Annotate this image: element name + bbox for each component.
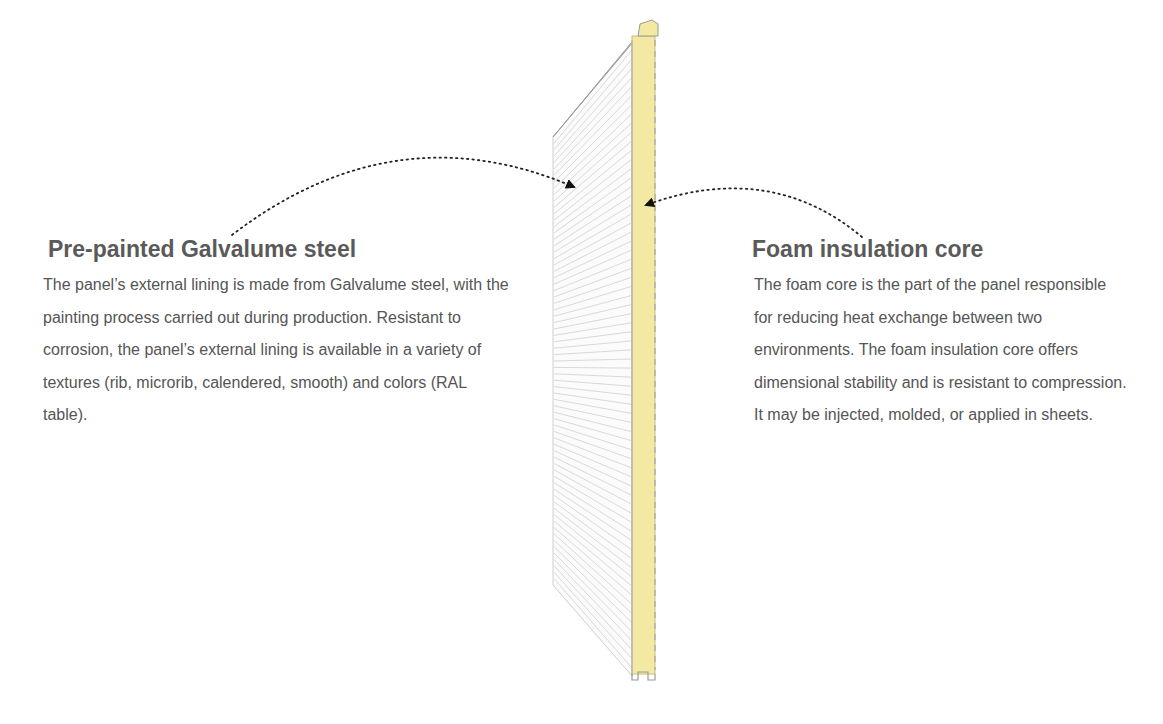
top-tongue xyxy=(638,20,658,36)
rib-line xyxy=(554,305,631,323)
rib-line xyxy=(554,205,631,252)
rib-line xyxy=(554,399,631,413)
rib-line xyxy=(554,133,631,201)
rib-line xyxy=(554,359,631,361)
rib-line xyxy=(554,425,631,450)
rib-line xyxy=(554,387,631,396)
rib-line xyxy=(554,259,631,290)
face-ribs xyxy=(554,51,631,667)
rib-line xyxy=(554,169,631,227)
rib-line xyxy=(554,380,631,386)
callout-body: The panel’s external lining is made from… xyxy=(43,269,513,432)
rib-line xyxy=(554,160,631,221)
rib-line xyxy=(554,579,631,667)
rib-line xyxy=(554,223,631,265)
rib-line xyxy=(554,406,631,423)
rib-line xyxy=(554,296,631,317)
rib-line xyxy=(554,572,631,658)
rib-line xyxy=(554,268,631,297)
rib-line xyxy=(554,534,631,604)
rib-line xyxy=(554,374,631,377)
steel-face xyxy=(553,42,632,676)
callout-arrow xyxy=(646,188,862,237)
rib-line xyxy=(554,367,631,369)
rib-line xyxy=(554,444,631,477)
rib-line xyxy=(554,250,631,284)
callout-arrow xyxy=(232,158,574,235)
outer-lining xyxy=(631,40,633,676)
rib-line xyxy=(554,87,631,169)
callout-heading: Pre-painted Galvalume steel xyxy=(48,236,356,263)
rib-line xyxy=(554,314,631,329)
rib-line xyxy=(554,559,631,639)
rib-line xyxy=(554,124,631,195)
rib-line xyxy=(554,431,631,458)
rib-line xyxy=(554,51,631,143)
rib-line xyxy=(554,187,631,240)
foam-core xyxy=(632,36,655,674)
rib-line xyxy=(554,151,631,214)
rib-line xyxy=(554,489,631,540)
rib-line xyxy=(554,232,631,271)
rib-line xyxy=(554,566,631,649)
rib-line xyxy=(554,341,631,348)
callout-heading: Foam insulation core xyxy=(752,236,983,263)
rib-line xyxy=(554,105,631,181)
rib-line xyxy=(554,393,631,404)
rib-line xyxy=(554,547,631,622)
rib-line xyxy=(554,96,631,175)
callout-body: The foam core is the part of the panel r… xyxy=(754,269,1129,432)
rib-line xyxy=(554,540,631,612)
inner-lining xyxy=(654,40,656,670)
rib-line xyxy=(554,332,631,342)
rib-line xyxy=(554,178,631,233)
rib-line xyxy=(554,350,631,355)
rib-line xyxy=(554,495,631,549)
bottom-groove xyxy=(632,672,655,680)
rib-line xyxy=(554,515,631,577)
rib-line xyxy=(554,451,631,486)
